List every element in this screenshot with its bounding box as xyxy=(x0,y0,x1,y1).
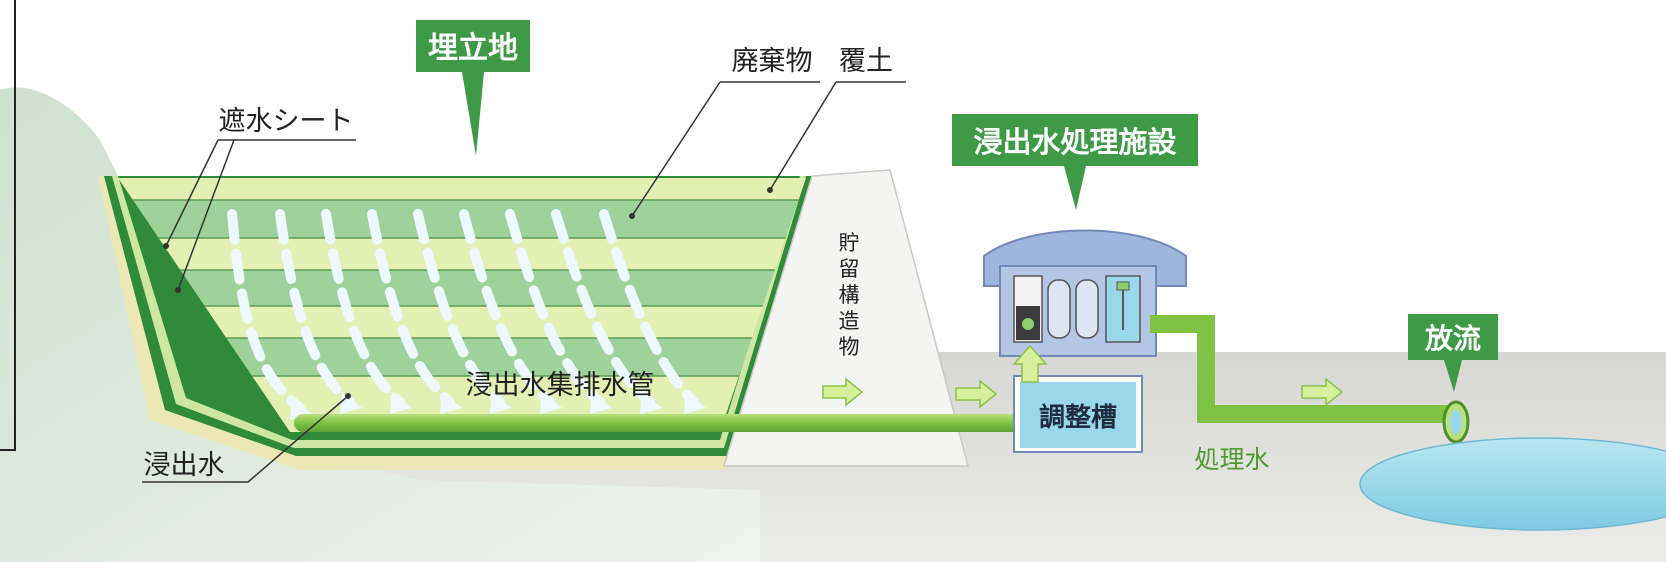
discharge-callout: 放流 xyxy=(1408,314,1498,392)
collection-pipe-label: 浸出水集排水管 xyxy=(466,370,655,401)
landfill-label: 埋立地 xyxy=(428,31,518,66)
liner-sheet-label: 遮水シート xyxy=(219,106,354,137)
flow-arrows xyxy=(822,377,1344,409)
cover-soil-label: 覆土 xyxy=(839,46,893,77)
treated-water-pipe xyxy=(1150,315,1452,423)
discharge-outlet-hole xyxy=(1450,410,1462,434)
retaining-char-1: 貯 xyxy=(839,231,860,255)
treated-water-label: 処理水 xyxy=(1194,445,1269,474)
retaining-char-2: 留 xyxy=(839,257,860,281)
landfill-callout: 埋立地 xyxy=(416,20,530,156)
discharge-pond xyxy=(1359,437,1666,531)
regulating-tank-label: 調整槽 xyxy=(1039,402,1117,433)
waste-label: 廃棄物 xyxy=(732,46,813,77)
leachate-label: 浸出水 xyxy=(144,450,225,481)
leader-dots xyxy=(163,187,773,399)
treatment-callout: 浸出水処理施設 xyxy=(952,114,1198,210)
retaining-structure-label: 貯 留 構 造 物 xyxy=(839,231,860,359)
retaining-structure xyxy=(722,169,969,467)
retaining-char-4: 造 xyxy=(839,309,860,333)
treatment-facility-label: 浸出水処理施設 xyxy=(973,125,1177,159)
retaining-char-3: 構 xyxy=(839,283,860,307)
leachate-flow-arrows xyxy=(227,209,699,413)
leader-lines xyxy=(142,81,906,483)
hill xyxy=(0,87,760,562)
retaining-char-5: 物 xyxy=(839,335,860,359)
collection-pipe xyxy=(294,414,1034,432)
treatment-facility xyxy=(983,229,1187,453)
discharge-label: 放流 xyxy=(1424,322,1481,355)
